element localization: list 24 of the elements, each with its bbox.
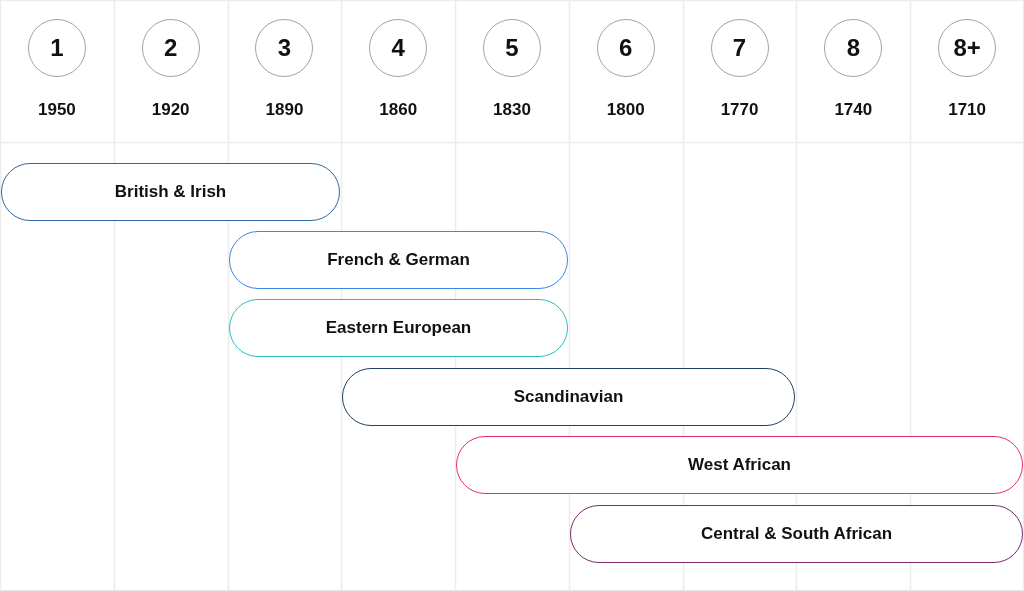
- ancestry-bar: French & German: [229, 231, 568, 289]
- ancestry-bar: Eastern European: [229, 299, 568, 357]
- generation-circle: 8+: [938, 19, 997, 77]
- year-label: 1740: [834, 100, 873, 120]
- year-label: 1830: [493, 100, 531, 120]
- generation-circle: 2: [141, 19, 200, 77]
- year-label: 1860: [379, 100, 418, 120]
- year-label: 1890: [265, 100, 304, 120]
- ancestry-bar: Scandinavian: [342, 368, 795, 426]
- generation-circle: 4: [369, 19, 428, 77]
- generation-circle: 1: [27, 19, 86, 77]
- ancestry-bar: West African: [456, 436, 1023, 494]
- year-label: 1950: [37, 100, 76, 120]
- generation-circle: 8: [824, 19, 883, 77]
- generation-circle: 5: [483, 19, 541, 77]
- year-label: 1710: [948, 100, 986, 120]
- ancestry-bar: Central & South African: [570, 505, 1023, 563]
- year-label: 1770: [720, 100, 759, 120]
- year-label: 1800: [606, 100, 645, 120]
- generation-circle: 6: [596, 19, 655, 77]
- generation-circle: 7: [710, 19, 769, 77]
- year-label: 1920: [151, 100, 190, 120]
- ancestry-bar: British & Irish: [1, 163, 340, 221]
- generation-circle: 3: [255, 19, 314, 77]
